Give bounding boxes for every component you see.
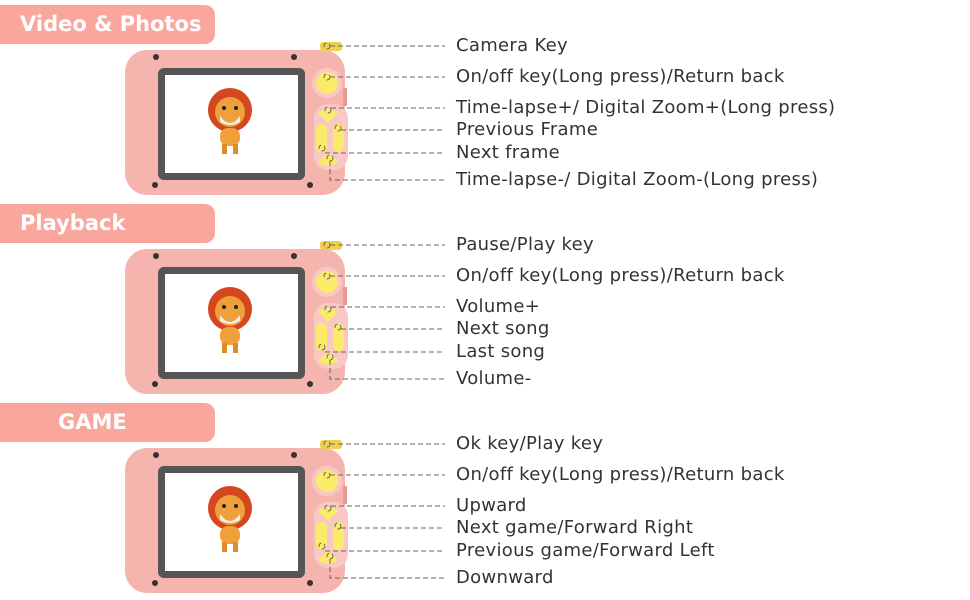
label-key-1: Camera Key [456, 35, 568, 56]
lion-character-icon [208, 486, 252, 552]
mode-title: Playback [0, 204, 215, 243]
label-key-3: Time-lapse+/ Digital Zoom+(Long press) [456, 97, 836, 118]
label-key-6: Downward [456, 567, 554, 588]
label-key-5: Last song [456, 341, 546, 362]
mode-title: GAME [0, 403, 215, 442]
up-button [318, 308, 338, 322]
camera-diagram [125, 440, 445, 593]
leader-lines [318, 42, 445, 181]
label-key-4: Next game/Forward Right [456, 517, 694, 538]
lion-character-icon [208, 88, 252, 154]
label-key-2: On/off key(Long press)/Return back [456, 464, 785, 485]
label-key-5: Previous game/Forward Left [456, 540, 715, 561]
power-button [316, 72, 338, 94]
right-button [333, 124, 344, 152]
right-button [333, 522, 344, 550]
label-key-2: On/off key(Long press)/Return back [456, 66, 785, 87]
label-key-4: Previous Frame [456, 119, 599, 140]
label-key-1: Pause/Play key [456, 234, 594, 255]
power-button [316, 470, 338, 492]
lion-character-icon [208, 287, 252, 353]
left-button [316, 522, 327, 550]
mode-title: Video & Photos [0, 5, 215, 44]
label-key-5: Next frame [456, 142, 561, 163]
mode-section: Video & Photos Camera K [0, 0, 970, 199]
down-button [318, 351, 338, 365]
label-key-1: Ok key/Play key [456, 433, 604, 454]
label-key-3: Upward [456, 495, 527, 516]
up-button [318, 507, 338, 521]
power-button [316, 271, 338, 293]
leader-lines [318, 241, 445, 380]
camera-diagram [125, 241, 445, 394]
camera-diagram [125, 42, 445, 195]
right-button [333, 323, 344, 351]
label-key-6: Time-lapse-/ Digital Zoom-(Long press) [456, 169, 819, 190]
down-button [318, 550, 338, 564]
down-button [318, 152, 338, 166]
leader-lines [318, 440, 445, 579]
label-key-3: Volume+ [456, 296, 541, 317]
up-button [318, 109, 338, 123]
label-key-6: Volume- [456, 368, 532, 389]
label-key-2: On/off key(Long press)/Return back [456, 265, 785, 286]
left-button [316, 323, 327, 351]
label-key-4: Next song [456, 318, 550, 339]
mode-section: GAME Ok key/Play key [0, 398, 970, 597]
mode-section: Playback Pause/Play key [0, 199, 970, 398]
left-button [316, 124, 327, 152]
